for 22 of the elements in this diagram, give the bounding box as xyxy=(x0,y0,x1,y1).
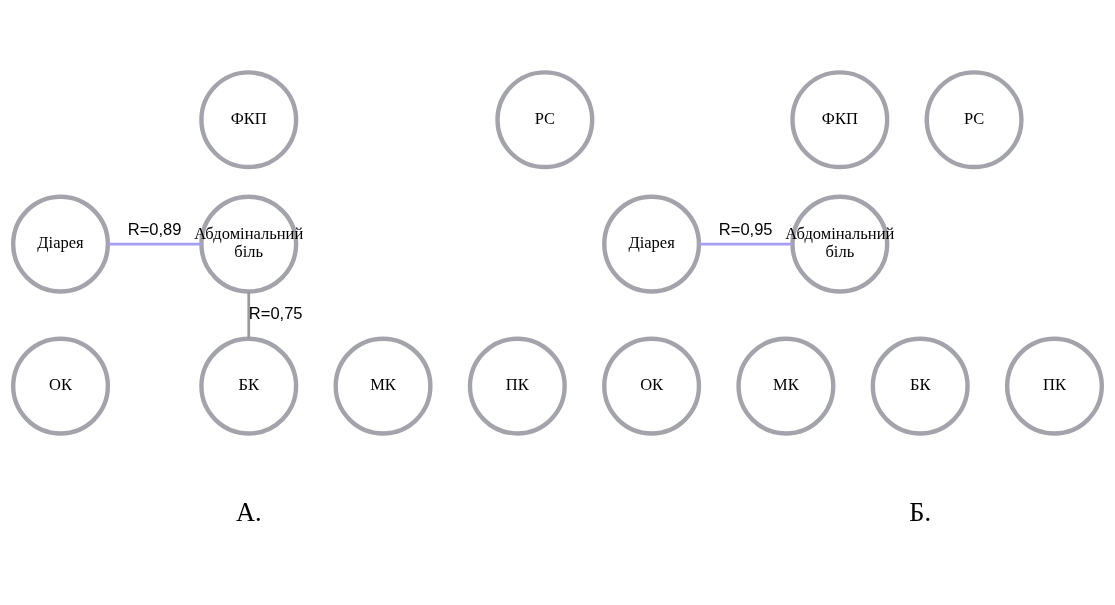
connector xyxy=(699,242,793,245)
node-circle: ОК xyxy=(602,336,702,436)
connector xyxy=(247,291,251,339)
label: А. xyxy=(235,496,262,527)
node-circle: РС xyxy=(924,69,1024,169)
edge-label: R=0,75 xyxy=(248,303,303,322)
edge-label: R=0,95 xyxy=(718,219,773,238)
node-circle: МК xyxy=(736,336,836,436)
node-circle: Діарея xyxy=(11,194,111,294)
label: Б. xyxy=(909,496,932,527)
node-circle: РС xyxy=(495,69,595,169)
connector xyxy=(108,242,202,245)
node-circle: ПК xyxy=(467,336,567,436)
node-circle: ФКП xyxy=(790,69,890,169)
node-circle: ФКП xyxy=(199,69,299,169)
node-circle: МК xyxy=(333,336,433,436)
node-circle: ОК xyxy=(11,336,111,436)
node-circle: БК xyxy=(199,336,299,436)
node-circle: Діарея xyxy=(602,194,702,294)
node-circle: БК xyxy=(870,336,970,436)
node-circle: ПК xyxy=(1004,336,1104,436)
edge-label: R=0,89 xyxy=(127,219,182,238)
